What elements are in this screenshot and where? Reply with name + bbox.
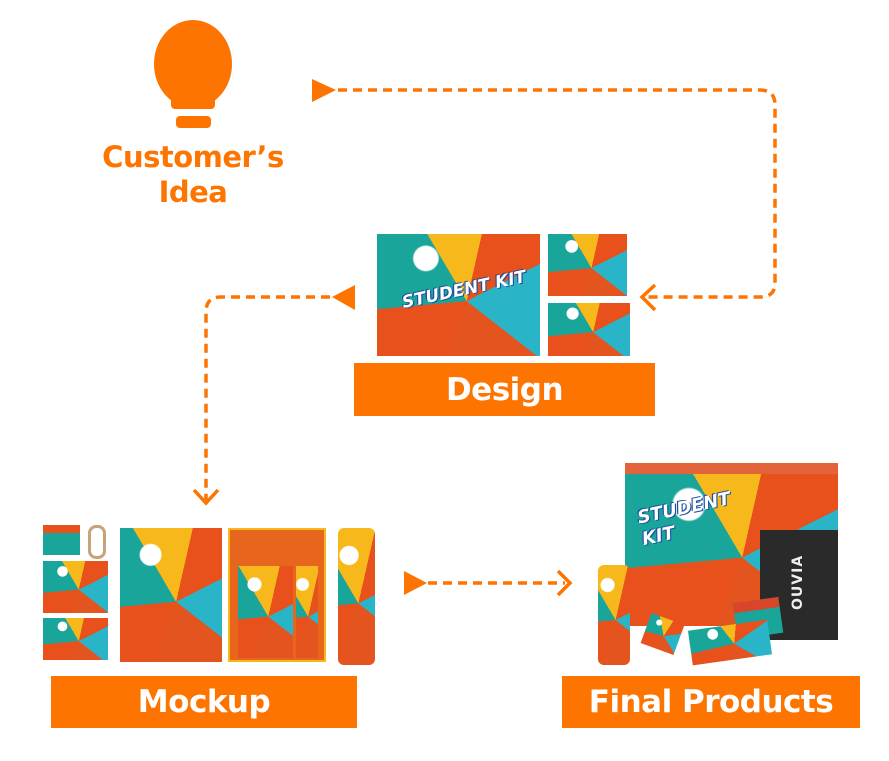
arrowhead-triangle (332, 285, 355, 310)
kit-title-text: STUDENT KIT (635, 488, 733, 550)
design-main-image: STUDENT KIT (377, 234, 540, 356)
design-small-image (548, 234, 627, 296)
arrow-design-to-mockup (204, 295, 330, 500)
idea-line-1: Customer’s (102, 140, 284, 174)
mockup-card-image (43, 525, 80, 555)
mockup-small-image (43, 618, 108, 660)
idea-label: Customer’s Idea (73, 140, 313, 210)
mockup-box-panel (296, 566, 318, 658)
mockup-small-image (43, 561, 108, 613)
design-label: Design (354, 363, 655, 416)
design-small-image (548, 303, 630, 356)
final-products-label: Final Products (562, 676, 860, 728)
mockup-tumbler-image (338, 528, 375, 665)
kit-title-text: STUDENT KIT (400, 267, 529, 314)
brand-text: OUVIA (790, 554, 806, 610)
arrowhead-chevron (556, 569, 573, 597)
arrowhead-chevron (192, 488, 220, 506)
box-lid (625, 463, 838, 475)
arrow-design-to-idea (338, 88, 777, 299)
idea-line-2: Idea (158, 175, 228, 209)
mockup-box-panel (238, 566, 293, 658)
mockup-lanyard-image (88, 525, 106, 559)
lightbulb-icon (154, 20, 232, 128)
final-tumbler-image (598, 565, 630, 665)
arrowhead-triangle (404, 571, 427, 595)
mockup-label: Mockup (51, 676, 357, 728)
arrowhead-triangle (312, 79, 336, 102)
mockup-box-image (228, 528, 326, 662)
arrowhead-chevron (639, 283, 657, 312)
mockup-poster-image (120, 528, 222, 662)
